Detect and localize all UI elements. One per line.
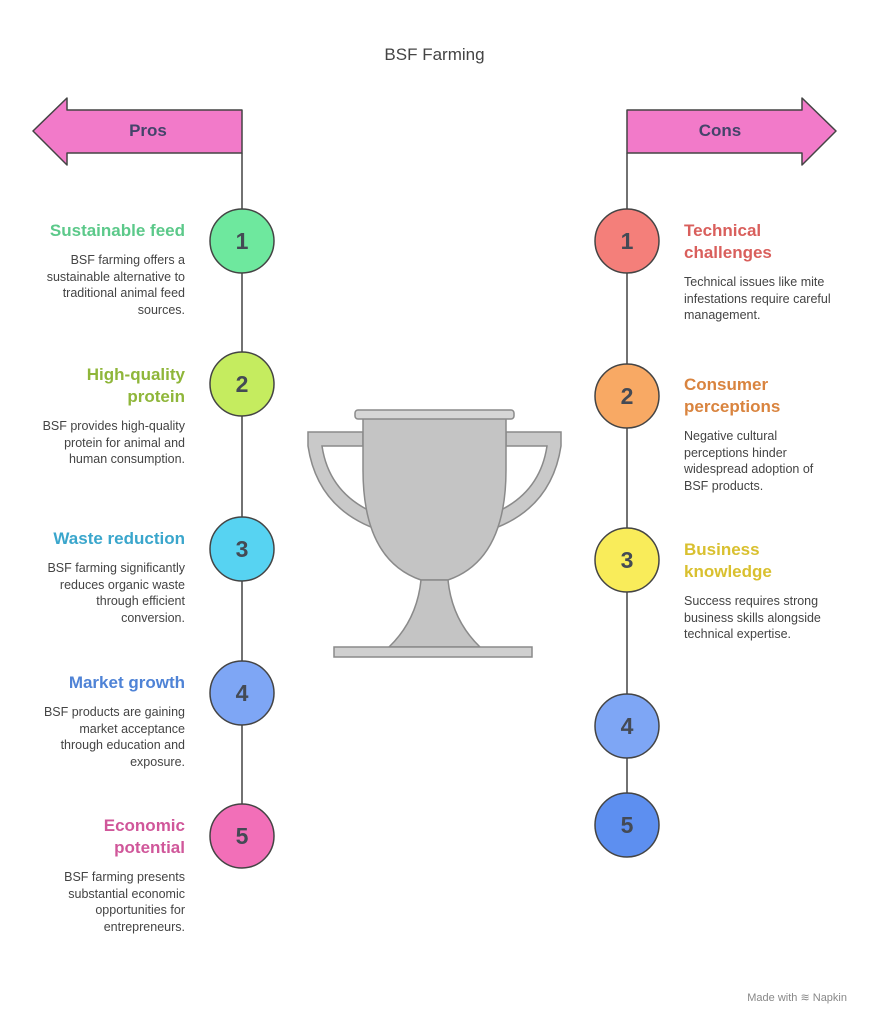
- pros-circle-4: [209, 660, 275, 726]
- cons-circle-5: [594, 792, 660, 858]
- pros-item-heading: Market growth: [68, 673, 185, 692]
- cons-circle-2: [594, 363, 660, 429]
- pros-circle-1: [209, 208, 275, 274]
- pros-number-2: 2: [235, 371, 249, 397]
- pros-item-description: BSF farming presents substantial economi…: [64, 870, 185, 934]
- footer-made-with: Made with: [747, 992, 798, 1004]
- cons-number-2: 2: [620, 383, 634, 409]
- pros-item-description: BSF products are gaining market acceptan…: [43, 705, 185, 769]
- pros-item-4: Market growth BSF products are gaining m…: [35, 672, 185, 770]
- footer-brand: Napkin: [812, 992, 847, 1004]
- cons-item-heading: Business knowledge: [684, 540, 772, 581]
- cons-item-2: Consumer perceptions Negative cultural p…: [684, 374, 834, 494]
- pros-item-heading: Sustainable feed: [49, 221, 185, 240]
- pros-number-1: 1: [235, 228, 249, 254]
- cons-item-heading: Consumer perceptions: [684, 375, 781, 416]
- pros-item-1: Sustainable feed BSF farming offers a su…: [35, 220, 185, 318]
- pros-item-description: BSF farming offers a sustainable alterna…: [46, 253, 185, 317]
- pros-item-2: High-quality protein BSF provides high-q…: [35, 364, 185, 468]
- cons-number-3: 3: [620, 547, 634, 573]
- pros-circle-2: [209, 351, 275, 417]
- cons-circle-3: [594, 527, 660, 593]
- footer-attribution[interactable]: Made with ≋ Napkin: [747, 991, 847, 1004]
- trophy-icon: [307, 409, 562, 658]
- pros-number-4: 4: [235, 680, 249, 706]
- diagram-title: BSF Farming: [384, 45, 485, 64]
- cons-item-description: Success requires strong business skills …: [684, 594, 821, 641]
- pros-item-5: Economic potential BSF farming presents …: [35, 815, 185, 935]
- cons-item-description: Technical issues like mite infestations …: [684, 275, 831, 322]
- pros-item-description: BSF provides high-quality protein for an…: [42, 419, 185, 466]
- pros-number-5: 5: [235, 823, 249, 849]
- cons-label: Cons: [698, 121, 742, 140]
- pros-item-heading: Waste reduction: [53, 529, 185, 548]
- cons-number-4: 4: [620, 713, 634, 739]
- cons-number-1: 1: [620, 228, 634, 254]
- napkin-logo-icon: ≋: [800, 992, 810, 1004]
- pros-item-heading: Economic potential: [103, 816, 185, 857]
- cons-arrow-shape: [626, 97, 837, 166]
- pros-number-3: 3: [235, 536, 249, 562]
- cons-item-heading: Technical challenges: [684, 221, 772, 262]
- cons-item-description: Negative cultural perceptions hinder wid…: [684, 429, 814, 493]
- pros-label: Pros: [129, 121, 167, 140]
- cons-item-3: Business knowledge Success requires stro…: [684, 539, 834, 643]
- cons-circle-4: [594, 693, 660, 759]
- pros-item-heading: High-quality protein: [86, 365, 185, 406]
- pros-arrow-shape: [32, 97, 243, 166]
- cons-item-1: Technical challenges Technical issues li…: [684, 220, 834, 324]
- cons-circle-1: [594, 208, 660, 274]
- pros-circle-5: [209, 803, 275, 869]
- pros-item-3: Waste reduction BSF farming significantl…: [35, 528, 185, 626]
- cons-number-5: 5: [620, 812, 634, 838]
- pros-circle-3: [209, 516, 275, 582]
- pros-item-description: BSF farming significantly reduces organi…: [47, 561, 185, 625]
